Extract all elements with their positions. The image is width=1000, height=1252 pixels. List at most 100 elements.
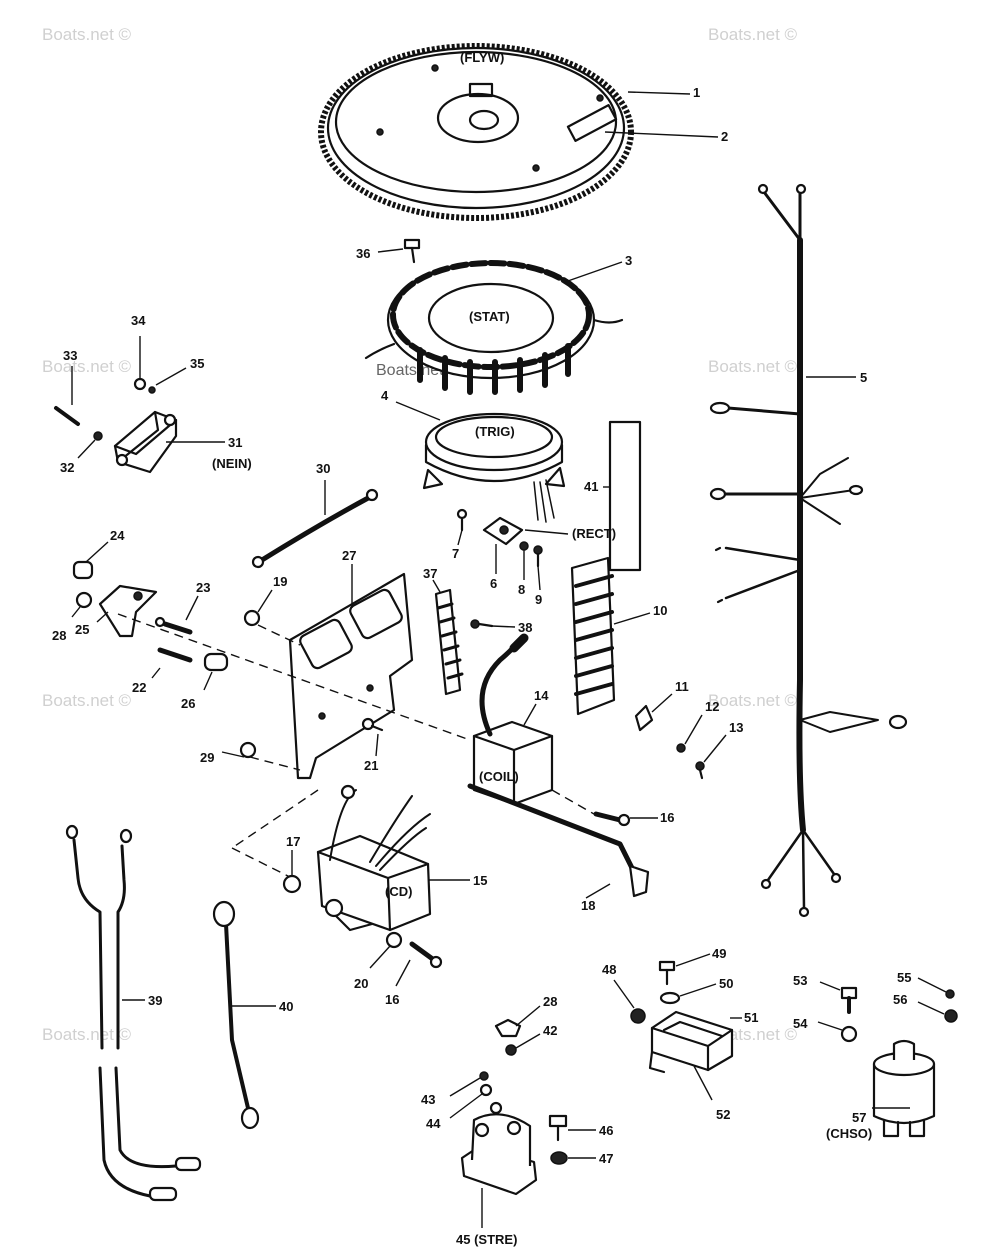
cd-module <box>316 784 432 932</box>
watermark: Boats.net © <box>708 25 798 44</box>
starter-solenoid <box>460 1101 538 1196</box>
callout-5: 5 <box>860 370 867 385</box>
callout-25: 25 <box>75 622 89 637</box>
callout-23: 23 <box>196 580 210 595</box>
callout-35: 35 <box>190 356 204 371</box>
screw-16a <box>593 811 631 827</box>
watermark: Boats.net © <box>42 691 132 710</box>
lead-40 <box>212 900 260 1130</box>
callout-45: 45 (STRE) <box>456 1232 517 1247</box>
callout-21: 21 <box>364 758 378 773</box>
callout-53: 53 <box>793 973 807 988</box>
watermark: Boats.net © <box>708 357 798 376</box>
nut-47 <box>550 1151 568 1165</box>
neutral-interlock-switch <box>113 410 178 474</box>
callout-27: 27 <box>342 548 356 563</box>
screw-13 <box>695 761 705 780</box>
part-code-stat: (STAT) <box>469 309 510 324</box>
callout-40: 40 <box>279 999 293 1014</box>
callout-16b: 16 <box>385 992 399 1007</box>
callout-17: 17 <box>286 834 300 849</box>
nut-54 <box>840 1025 858 1043</box>
callout-55: 55 <box>897 970 911 985</box>
part-code-chso: (CHSO) <box>826 1126 872 1141</box>
screw-22 <box>157 647 193 663</box>
screw-46 <box>548 1114 568 1142</box>
nut-28b <box>494 1018 522 1038</box>
callout-2: 2 <box>721 129 728 144</box>
harness <box>709 183 908 918</box>
callout-6: 6 <box>490 576 497 591</box>
callout-3: 3 <box>625 253 632 268</box>
screw-33 <box>54 406 80 426</box>
screw-9 <box>533 545 543 568</box>
part-code-coil: (COIL) <box>479 769 519 784</box>
callout-12: 12 <box>705 699 719 714</box>
callout-15: 15 <box>473 873 487 888</box>
callout-49: 49 <box>712 946 726 961</box>
screw-21 <box>361 717 384 732</box>
ground-lead-30 <box>251 488 379 569</box>
trigger <box>422 412 566 523</box>
watermark: Boats.net © <box>42 25 132 44</box>
grommet-24 <box>72 560 94 580</box>
choke-solenoid <box>872 1039 936 1138</box>
callout-37: 37 <box>423 566 437 581</box>
part-code-flyw: (FLYW) <box>460 50 504 65</box>
callout-51: 51 <box>744 1010 758 1025</box>
callout-9: 9 <box>535 592 542 607</box>
stator <box>364 260 624 395</box>
callout-54: 54 <box>793 1016 808 1031</box>
nut-28 <box>75 591 93 609</box>
nut-56 <box>944 1009 958 1023</box>
callout-50: 50 <box>719 976 733 991</box>
part-code-nein: (NEIN) <box>212 456 252 471</box>
callout-31: 31 <box>228 435 242 450</box>
washer-20 <box>385 931 403 949</box>
grommet-17 <box>282 874 302 894</box>
callout-8: 8 <box>518 582 525 597</box>
washer-8 <box>519 541 529 551</box>
callout-46: 46 <box>599 1123 613 1138</box>
rectifier <box>482 516 524 546</box>
screw-23 <box>154 616 193 635</box>
washer-12 <box>676 743 686 753</box>
nut-48 <box>630 1008 646 1024</box>
callout-47: 47 <box>599 1151 613 1166</box>
callout-33: 33 <box>63 348 77 363</box>
callout-14: 14 <box>534 688 549 703</box>
callout-4: 4 <box>381 388 389 403</box>
callout-24: 24 <box>110 528 125 543</box>
callout-7: 7 <box>452 546 459 561</box>
bracket-plate-27 <box>288 572 414 780</box>
callout-30: 30 <box>316 461 330 476</box>
decal <box>566 104 618 142</box>
callout-41: 41 <box>584 479 598 494</box>
part-code-cd: (CD) <box>385 884 412 899</box>
callout-42: 42 <box>543 1023 557 1038</box>
spacer-26 <box>203 652 229 672</box>
callout-52: 52 <box>716 1107 730 1122</box>
decal-strip <box>608 420 642 572</box>
callout-44: 44 <box>426 1116 441 1131</box>
watermark: Boats.net © <box>42 1025 132 1044</box>
voltage-regulator <box>648 1010 734 1074</box>
callout-29: 29 <box>200 750 214 765</box>
nut-29 <box>239 741 257 759</box>
washer-50 <box>659 991 681 1005</box>
callout-56: 56 <box>893 992 907 1007</box>
clip-11 <box>634 704 654 732</box>
watermark: Boats.net © <box>42 357 132 376</box>
bracket-25 <box>98 584 158 638</box>
callout-32: 32 <box>60 460 74 475</box>
part-code-trig: (TRIG) <box>475 424 515 439</box>
callout-36: 36 <box>356 246 370 261</box>
callout-48: 48 <box>602 962 616 977</box>
callout-20: 20 <box>354 976 368 991</box>
callout-38: 38 <box>518 620 532 635</box>
screw-38 <box>470 619 494 629</box>
callout-39: 39 <box>148 993 162 1008</box>
screw-7 <box>456 508 468 532</box>
terminal-block-37 <box>434 588 464 696</box>
callout-10: 10 <box>653 603 667 618</box>
